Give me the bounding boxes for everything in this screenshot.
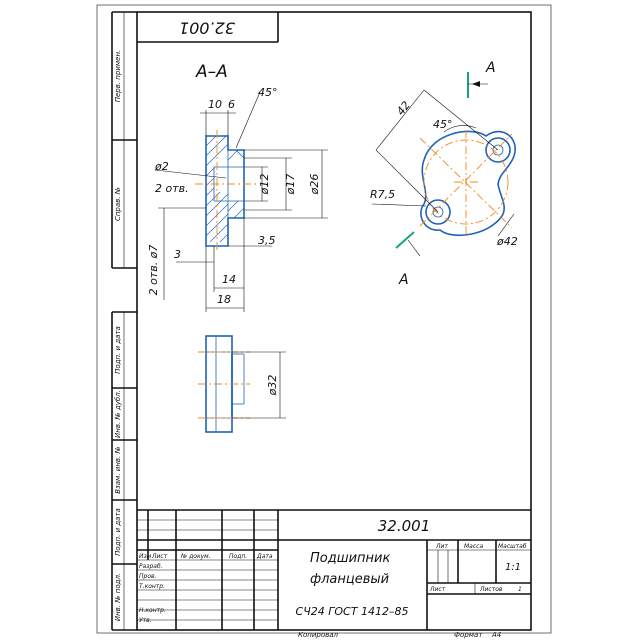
label-perv-primen: Перв. примен. (114, 50, 122, 103)
rotated-designation: 32.001 (179, 19, 235, 38)
dim-14: 14 (222, 273, 236, 286)
scale-value: 1:1 (505, 562, 521, 573)
row-prov: Пров. (139, 573, 157, 580)
masshtab-label: Масштаб (498, 543, 527, 550)
row-utv: Утв. (139, 617, 152, 624)
dim-6: 6 (228, 98, 235, 111)
top-designation-box: 32.001 (137, 12, 279, 43)
row-nkontr: Н.контр. (139, 607, 166, 614)
front-view: 42 45° R7,5 ø42 А А (370, 60, 518, 288)
section-hatching (205, 135, 245, 243)
dim-phi12: ø12 (258, 174, 271, 196)
label-inv-podl: Инв. № подл. (114, 573, 122, 621)
dim-2-otv: 2 отв. (155, 182, 189, 195)
dim-3-5: 3,5 (258, 234, 276, 247)
section-view: А–А (147, 62, 328, 312)
inner-frame (136, 11, 532, 631)
row-tkontr: Т.контр. (139, 583, 165, 590)
dim-42: 42 (394, 99, 413, 118)
col-podp: Подп. (229, 553, 247, 560)
dim-phi7: 2 отв. ø7 (147, 245, 160, 296)
format-value: А4 (491, 631, 501, 639)
kopiroval-label: Копировал (298, 631, 339, 639)
material: СЧ24 ГОСТ 1412–85 (296, 605, 409, 618)
col-izm: Изм (139, 553, 152, 560)
dim-phi26: ø26 (308, 174, 321, 196)
lit-label: Лит (435, 543, 448, 550)
dim-45-deg: 45° (433, 118, 453, 131)
dim-10: 10 (208, 98, 222, 111)
label-podp-data-1: Подп. и дата (114, 326, 122, 374)
format-label: Формат (454, 631, 483, 639)
label-vzam-inv: Взам. инв. № (114, 446, 122, 494)
dim-phi42: ø42 (496, 235, 518, 248)
dim-chamfer: 45° (258, 86, 278, 99)
col-list: Лист (151, 553, 168, 560)
row-razrab: Разраб. (139, 563, 163, 570)
dim-18: 18 (217, 293, 231, 306)
title-block: 32.001 Подшипник фланцевый СЧ24 ГОСТ 141… (137, 509, 531, 639)
label-podp-data-2: Подп. и дата (114, 508, 122, 556)
section-label: А–А (195, 62, 228, 82)
part-name-line-1: Подшипник (310, 551, 391, 566)
label-sprav: Справ. № (114, 187, 122, 221)
label-inv-dubl: Инв. № дубл. (114, 390, 122, 438)
part-name-line-2: фланцевый (310, 572, 389, 587)
col-data: Дата (256, 553, 273, 560)
cut-letter-bottom: А (398, 272, 409, 288)
dim-r75: R7,5 (370, 188, 395, 201)
dim-phi32: ø32 (266, 375, 279, 397)
dim-3: 3 (174, 248, 181, 261)
left-margin: Перв. примен. Справ. № Подп. и дата Инв.… (111, 11, 137, 631)
massa-label: Масса (464, 543, 483, 550)
sheets-label: Листов (479, 586, 503, 593)
dim-phi2: ø2 (154, 160, 169, 173)
dim-phi17: ø17 (284, 174, 297, 196)
cut-letter-top: А (485, 60, 496, 76)
outer-border (96, 4, 552, 634)
side-view: ø32 (198, 335, 286, 433)
sheets-value: 1 (518, 586, 522, 593)
title-designation: 32.001 (378, 517, 431, 535)
col-docnum: № докум. (180, 553, 211, 560)
sheet-label: Лист (429, 586, 446, 593)
